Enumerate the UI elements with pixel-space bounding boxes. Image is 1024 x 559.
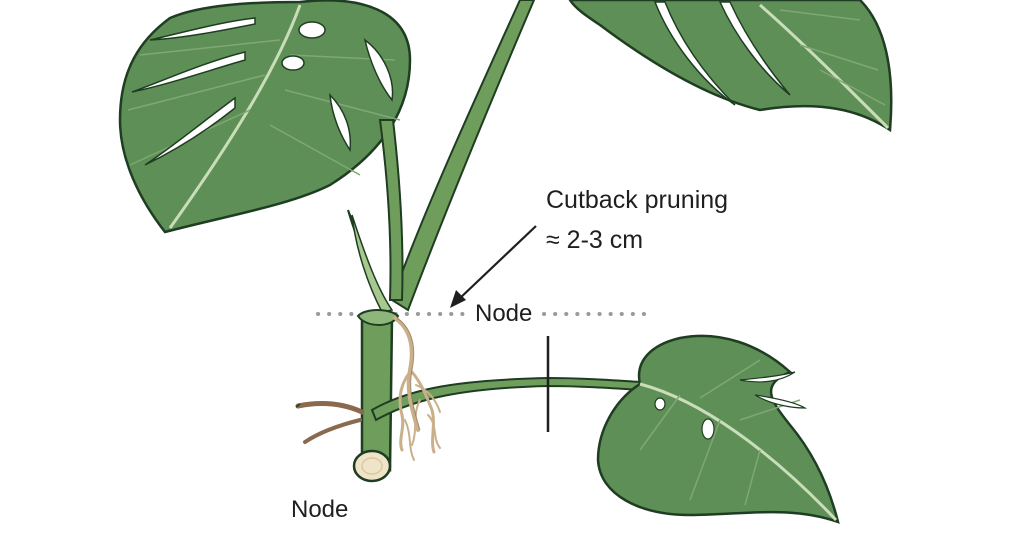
cutback-pruning-label: Cutback pruning [546,186,729,214]
new-roots-outline [396,317,421,431]
leaf-sheath [347,209,394,313]
upper-diagonal-petiole [390,0,536,312]
cut-distance-label: ≈ 2-3 cm [546,226,644,254]
main-stem [352,309,400,483]
upper-right-leaf [568,0,893,133]
lower-right-leaf [596,334,840,524]
upper-left-petiole [378,119,404,301]
node-label-upper: Node [472,302,536,326]
cut-face [352,449,392,483]
aerial-root [295,401,365,444]
new-roots [393,316,441,461]
pointer-arrow [450,225,537,308]
upper-left-leaf [118,0,412,234]
node-label-lower: Node [291,496,349,523]
